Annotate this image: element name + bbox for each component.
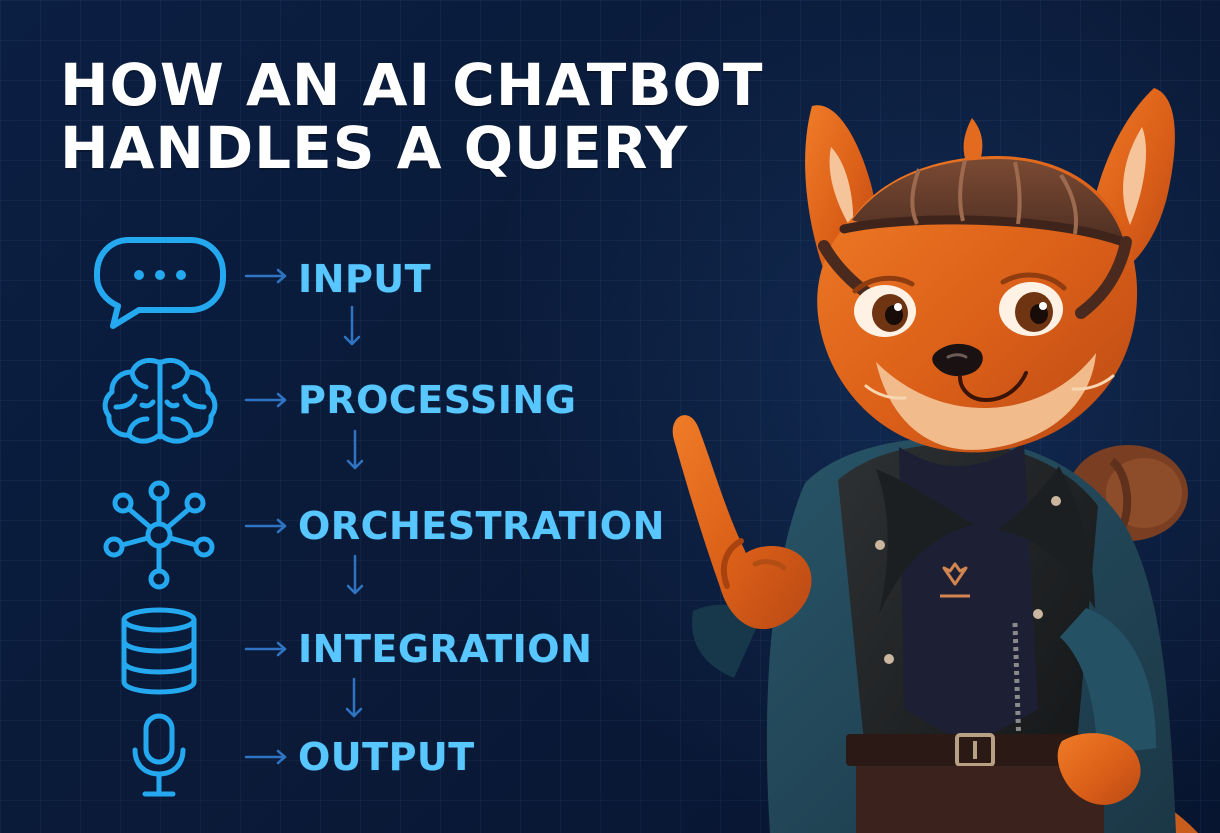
fox-head [805,88,1175,453]
step-label-processing: PROCESSING [298,378,577,422]
step-label-input: INPUT [298,257,432,301]
database-icon [116,606,202,696]
fox-arm-pointing [672,415,812,678]
fox-body [766,437,1176,833]
arrow-down-icon [342,553,368,601]
title-line-2: HANDLES A QUERY [60,114,689,182]
title-line-1: HOW AN AI CHATBOT [60,51,764,119]
step-label-integration: INTEGRATION [298,627,593,671]
chat-bubble-icon [91,226,229,332]
arrow-right-icon [243,640,291,658]
arrow-right-icon [243,391,291,409]
brain-icon [98,352,222,450]
arrow-down-icon [341,676,367,724]
page-title: HOW AN AI CHATBOT HANDLES A QUERY [60,51,764,182]
step-label-output: OUTPUT [298,735,475,779]
arrow-right-icon [243,517,291,535]
fox-mascot-illustration [650,48,1220,833]
fox-arm-right [1057,608,1157,805]
step-label-orchestration: ORCHESTRATION [298,504,665,548]
arrow-down-icon [342,428,368,476]
arrow-down-icon [339,304,365,352]
network-hub-icon [101,477,217,593]
arrow-right-icon [243,748,291,766]
arrow-right-icon [243,267,291,285]
microphone-icon [128,712,190,800]
